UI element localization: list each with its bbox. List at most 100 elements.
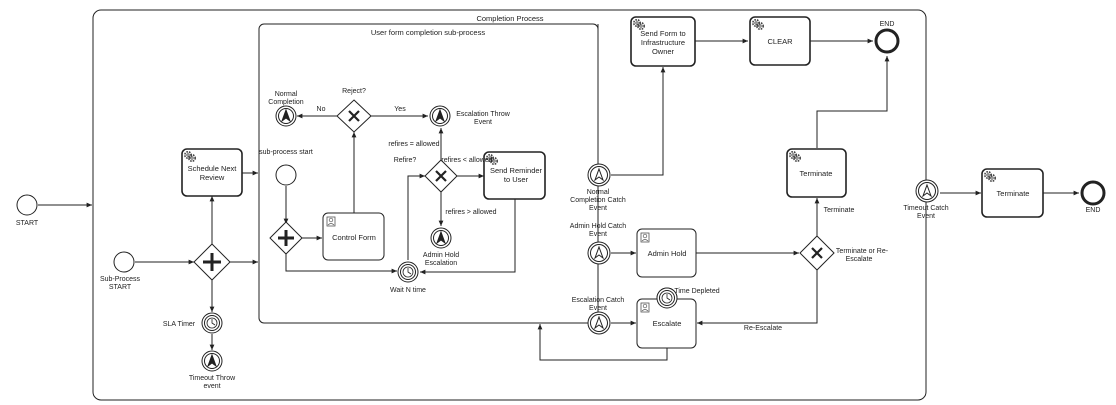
end-event-right[interactable]: END bbox=[1080, 180, 1106, 214]
label-refires-greater: refires > allowed bbox=[445, 209, 496, 216]
timeout-catch-event[interactable]: Timeout Catch Event bbox=[903, 179, 949, 220]
label-no: No bbox=[317, 106, 326, 113]
plus-icon bbox=[203, 253, 221, 271]
x-icon bbox=[811, 247, 823, 259]
flow-reminder-to-wait bbox=[420, 199, 516, 275]
task-schedule-next-review[interactable]: Schedule Next Review bbox=[181, 148, 243, 197]
svg-text:Completion: Completion bbox=[268, 99, 304, 106]
svg-text:Event: Event bbox=[589, 205, 607, 212]
label-re-escalate: Re-Escalate bbox=[744, 325, 782, 332]
svg-text:CLEAR: CLEAR bbox=[767, 37, 793, 46]
svg-text:END: END bbox=[880, 21, 895, 28]
escalation-catch-event[interactable]: Escalation Catch Event bbox=[572, 297, 625, 335]
admin-hold-escalation-event[interactable]: Admin Hold Escalation bbox=[423, 227, 459, 267]
task-terminate-right[interactable]: Terminate bbox=[981, 168, 1044, 218]
svg-text:Completion Catch: Completion Catch bbox=[570, 197, 626, 204]
refire-gateway[interactable]: Refire? bbox=[394, 157, 458, 193]
parallel-gateway-inner[interactable] bbox=[269, 221, 303, 255]
normal-completion-throw-event[interactable]: Normal Completion bbox=[268, 91, 304, 127]
label-refires-equal: refires = allowed bbox=[388, 141, 439, 148]
svg-text:Escalate: Escalate bbox=[653, 319, 682, 328]
start-event-label: START bbox=[16, 220, 39, 227]
svg-text:sub-process start: sub-process start bbox=[259, 149, 313, 156]
user-icon bbox=[640, 302, 650, 313]
task-terminate-mid[interactable]: Terminate bbox=[786, 148, 847, 198]
svg-text:END: END bbox=[1086, 207, 1101, 214]
svg-text:Escalation Throw: Escalation Throw bbox=[456, 111, 511, 118]
task-admin-hold[interactable]: Admin Hold bbox=[636, 228, 697, 278]
user-icon bbox=[640, 232, 650, 243]
task-escalate[interactable]: Escalate bbox=[636, 298, 697, 349]
user-form-subprocess-title: User form completion sub-process bbox=[371, 28, 485, 37]
sla-timer-event[interactable]: SLA Timer bbox=[163, 312, 223, 334]
clock-icon bbox=[666, 294, 671, 301]
svg-text:Admin Hold Catch: Admin Hold Catch bbox=[570, 223, 627, 230]
svg-text:Normal: Normal bbox=[275, 91, 298, 98]
svg-text:Timeout Catch: Timeout Catch bbox=[903, 205, 948, 212]
label-terminate: Terminate bbox=[824, 207, 855, 214]
svg-text:Control Form: Control Form bbox=[332, 233, 376, 242]
svg-text:to User: to User bbox=[504, 175, 529, 184]
clock-icon bbox=[211, 319, 216, 326]
svg-text:Send Reminder: Send Reminder bbox=[490, 166, 543, 175]
svg-text:Admin Hold: Admin Hold bbox=[648, 249, 687, 258]
svg-text:Terminate: Terminate bbox=[997, 189, 1030, 198]
svg-text:Event: Event bbox=[917, 213, 935, 220]
svg-text:Admin Hold: Admin Hold bbox=[423, 252, 459, 259]
svg-text:Review: Review bbox=[200, 173, 225, 182]
svg-text:Escalate: Escalate bbox=[846, 256, 873, 263]
svg-text:Refire?: Refire? bbox=[394, 157, 417, 164]
label-refires-less: refires < allowed bbox=[441, 157, 492, 164]
flow-normal-catch-to-send-form bbox=[611, 67, 666, 176]
svg-text:Infrastructure: Infrastructure bbox=[641, 38, 685, 47]
svg-text:Schedule Next: Schedule Next bbox=[188, 164, 238, 173]
svg-text:Send Form to: Send Form to bbox=[640, 29, 685, 38]
svg-text:Event: Event bbox=[589, 231, 607, 238]
user-icon bbox=[326, 216, 336, 227]
sequence-flows bbox=[38, 24, 1079, 361]
task-clear[interactable]: CLEAR bbox=[749, 16, 811, 66]
end-event-top[interactable]: END bbox=[874, 21, 900, 54]
admin-hold-catch-event[interactable]: Admin Hold Catch Event bbox=[570, 223, 627, 265]
flow-labels: No Yes refires = allowed refires < allow… bbox=[317, 106, 855, 332]
reject-gateway[interactable]: Reject? bbox=[336, 88, 372, 133]
x-icon bbox=[435, 170, 447, 182]
task-send-form[interactable]: Send Form to Infrastructure Owner bbox=[630, 16, 696, 67]
x-icon bbox=[348, 110, 360, 122]
timeout-throw-event[interactable]: Timeout Throw event bbox=[189, 350, 236, 390]
completion-process-title: Completion Process bbox=[476, 14, 543, 23]
svg-text:Event: Event bbox=[589, 305, 607, 312]
svg-text:Time Depleted: Time Depleted bbox=[674, 288, 719, 295]
svg-text:Reject?: Reject? bbox=[342, 88, 366, 95]
start-event[interactable]: START bbox=[16, 194, 39, 227]
task-control-form[interactable]: Control Form bbox=[322, 212, 385, 261]
plus-icon bbox=[278, 230, 294, 246]
inner-subprocess-start-event[interactable]: sub-process start bbox=[259, 149, 313, 186]
flow-parallel-to-wait bbox=[285, 254, 397, 274]
svg-text:Sub-Process: Sub-Process bbox=[100, 276, 141, 283]
flow-terminate-to-end bbox=[816, 56, 890, 148]
svg-text:Wait N time: Wait N time bbox=[390, 287, 426, 294]
svg-text:Terminate: Terminate bbox=[800, 169, 833, 178]
flow-escalate-loop bbox=[537, 324, 668, 361]
parallel-gateway-outer[interactable] bbox=[193, 243, 231, 281]
svg-text:SLA Timer: SLA Timer bbox=[163, 321, 196, 328]
label-yes: Yes bbox=[394, 106, 406, 113]
svg-text:Timeout Throw: Timeout Throw bbox=[189, 375, 236, 382]
terminate-or-reescalate-gateway[interactable]: Terminate or Re- Escalate bbox=[799, 235, 889, 271]
subprocess-start-event[interactable]: Sub-Process START bbox=[100, 251, 141, 291]
svg-text:event: event bbox=[203, 383, 220, 390]
normal-completion-catch-event[interactable]: Normal Completion Catch Event bbox=[570, 163, 626, 212]
escalation-throw-event[interactable]: Escalation Throw Event bbox=[429, 105, 511, 127]
flow-wait-to-refire bbox=[407, 173, 425, 260]
svg-text:Event: Event bbox=[474, 119, 492, 126]
wait-n-time-event[interactable]: Wait N time bbox=[390, 261, 426, 294]
svg-text:Escalation: Escalation bbox=[425, 260, 457, 267]
svg-text:START: START bbox=[109, 284, 132, 291]
svg-text:Terminate or Re-: Terminate or Re- bbox=[836, 248, 889, 255]
completion-process-pool[interactable]: Completion Process bbox=[92, 9, 927, 401]
time-depleted-boundary bbox=[656, 287, 678, 309]
clock-icon bbox=[407, 268, 412, 275]
task-send-reminder[interactable]: Send Reminder to User bbox=[483, 151, 546, 200]
